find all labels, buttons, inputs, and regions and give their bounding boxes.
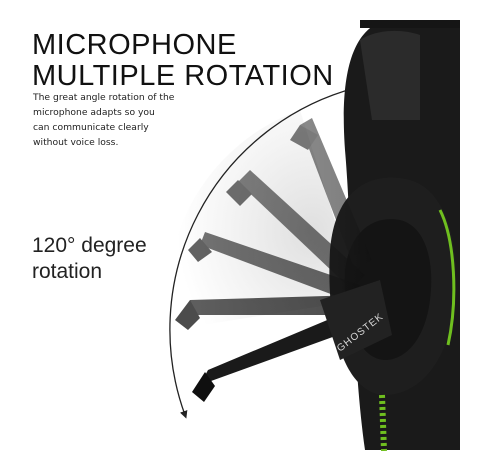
rotation-label: 120° degree rotation	[32, 233, 147, 285]
description: The great angle rotation of the micropho…	[33, 90, 203, 150]
rotation-arc	[169, 85, 359, 419]
description-line-2: microphone adapts so you	[33, 107, 155, 118]
microphone-arm-ghost-3	[188, 232, 360, 302]
microphone-arm-ghost-2	[226, 170, 365, 290]
description-line-1: The great angle rotation of the	[33, 92, 175, 103]
description-line-3: can communicate clearly	[33, 122, 149, 133]
description-line-4: without voice loss.	[33, 137, 119, 148]
microphone-arm-main	[192, 280, 392, 402]
headline-line-1: MICROPHONE	[32, 29, 237, 61]
rotation-label-line-1: 120° degree	[32, 234, 147, 257]
rotation-label-line-2: rotation	[32, 260, 103, 283]
microphone-arm-ghost-4	[175, 295, 360, 330]
headline: MICROPHONE MULTIPLE ROTATION	[32, 30, 334, 92]
microphone-arm-ghost-1	[290, 118, 372, 270]
